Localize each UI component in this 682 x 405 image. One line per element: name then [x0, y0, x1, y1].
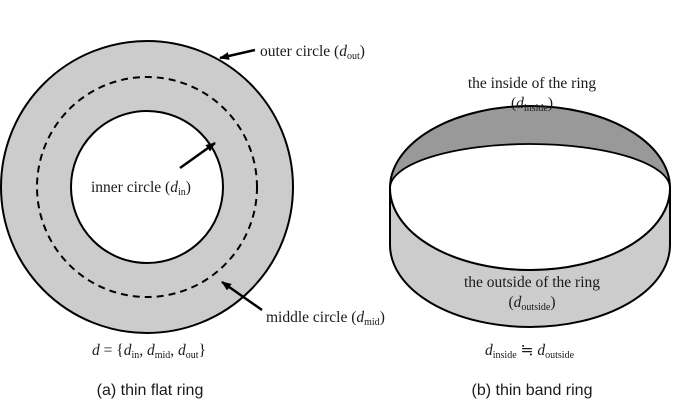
band-ring-equation: dinside ≒ doutside [485, 342, 575, 361]
flat-ring-equation: d = {din, dmid, dout} [92, 342, 206, 361]
inner-circle-arrow [179, 141, 216, 170]
inner-circle [70, 110, 224, 264]
middle-circle-arrow [221, 280, 263, 312]
outside-label-line1: the outside of the ring [464, 274, 600, 291]
flat-ring-figure: outer circle (dout) inner circle (din) m… [0, 40, 385, 399]
band-ring-caption: (b) thin band ring [472, 382, 593, 399]
middle-circle-label: middle circle (dmid) [266, 309, 385, 328]
inner-circle-label: inner circle (din) [91, 179, 191, 198]
inside-label-var: (dinside) [511, 95, 553, 114]
outer-circle-arrow [219, 48, 256, 60]
flat-ring-caption: (a) thin flat ring [97, 382, 204, 399]
band-ring-figure: the inside of the ring (dinside) the out… [389, 75, 671, 399]
outer-circle-label: outer circle (dout) [260, 43, 365, 62]
band-opening [390, 144, 670, 270]
middle-circle [36, 76, 258, 298]
outside-label-var: (doutside) [509, 294, 556, 313]
inside-label-line1: the inside of the ring [468, 75, 597, 92]
band-inner-edge [389, 143, 671, 189]
